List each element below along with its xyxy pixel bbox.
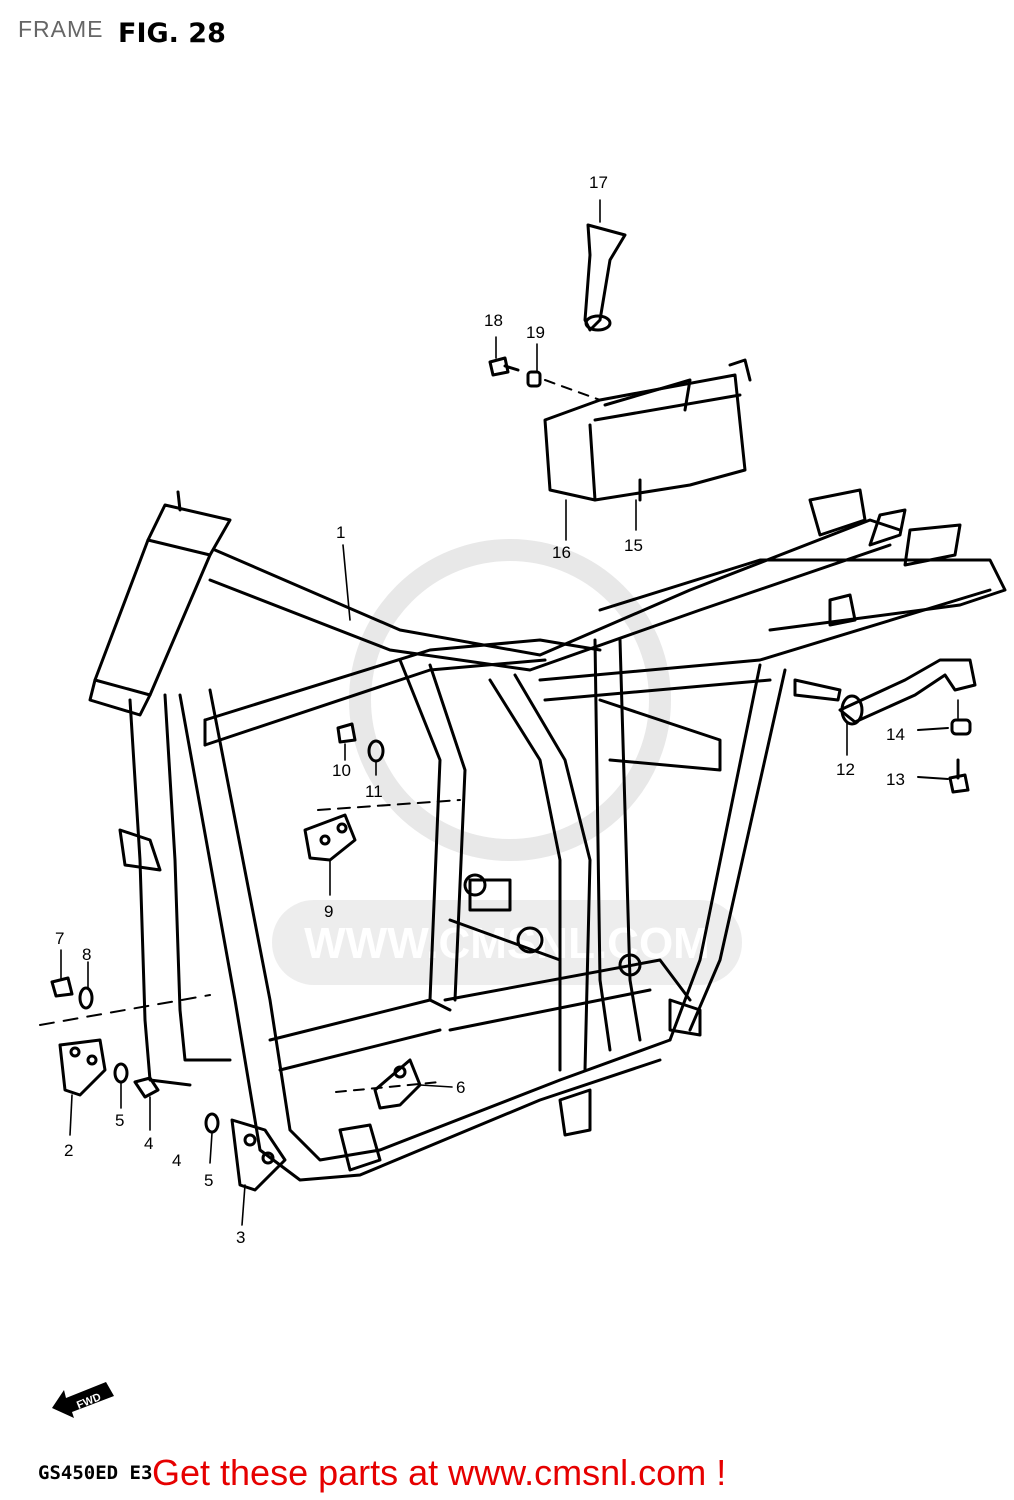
top-tubes — [203, 518, 902, 747]
down-tubes — [118, 688, 672, 1182]
bracket-6 — [373, 1058, 422, 1110]
callout-1: 1 — [336, 523, 345, 542]
model-code: GS450ED E3 — [38, 1462, 153, 1484]
callout-11: 11 — [365, 782, 383, 801]
leader-lines — [60, 199, 959, 1226]
callout-numbers: 1 2 3 4 4 5 5 6 7 8 9 10 11 12 13 14 15 … — [55, 173, 905, 1247]
callout-17: 17 — [589, 173, 608, 192]
callout-14: 14 — [886, 725, 905, 744]
battery-case — [543, 358, 752, 502]
footer-link[interactable]: Get these parts at www.cmsnl.com ! — [152, 1452, 727, 1493]
forward-arrow-icon: FWD — [52, 1382, 114, 1418]
bolt-18 — [488, 356, 520, 377]
callout-15: 15 — [624, 536, 643, 555]
callout-18: 18 — [484, 311, 503, 330]
callout-3: 3 — [236, 1228, 245, 1247]
head-tube — [88, 490, 232, 717]
washer-5 — [113, 1062, 129, 1084]
nut-19 — [526, 370, 542, 388]
callout-13: 13 — [886, 770, 905, 789]
callout-9: 9 — [324, 902, 333, 921]
bracket-3 — [230, 1118, 287, 1192]
washer-5b — [204, 1112, 220, 1134]
figure-number: FIG. 28 — [118, 18, 226, 49]
callout-7: 7 — [55, 929, 64, 948]
rear-bracket-12 — [793, 658, 977, 726]
lower-cradle — [268, 998, 442, 1172]
bolt-7 — [50, 976, 74, 998]
seat-rails — [538, 488, 1007, 702]
callout-16: 16 — [552, 543, 571, 562]
nut-14 — [950, 718, 972, 736]
bolt-4 — [133, 1076, 160, 1099]
callout-4b: 4 — [172, 1151, 181, 1170]
watermark: WWW.CMSNL.COM — [272, 539, 742, 985]
callout-19: 19 — [526, 323, 545, 342]
callout-4: 4 — [144, 1134, 153, 1153]
callout-5: 5 — [115, 1111, 124, 1130]
bolt-10 — [336, 722, 357, 744]
washer-8 — [78, 986, 94, 1010]
bracket-9 — [303, 813, 357, 862]
bolt-13 — [948, 758, 970, 794]
callout-6: 6 — [456, 1078, 465, 1097]
bracket-2 — [58, 1038, 107, 1097]
rear-frame-section — [398, 638, 787, 1137]
washer-11 — [367, 739, 385, 763]
callout-8: 8 — [82, 945, 91, 964]
callout-12: 12 — [836, 760, 855, 779]
watermark-text: WWW.CMSNL.COM — [304, 919, 710, 968]
callout-10: 10 — [332, 761, 351, 780]
callout-5b: 5 — [204, 1171, 213, 1190]
callout-2: 2 — [64, 1141, 73, 1160]
battery-strap — [583, 223, 627, 332]
diagram-label: FRAME — [18, 16, 104, 42]
